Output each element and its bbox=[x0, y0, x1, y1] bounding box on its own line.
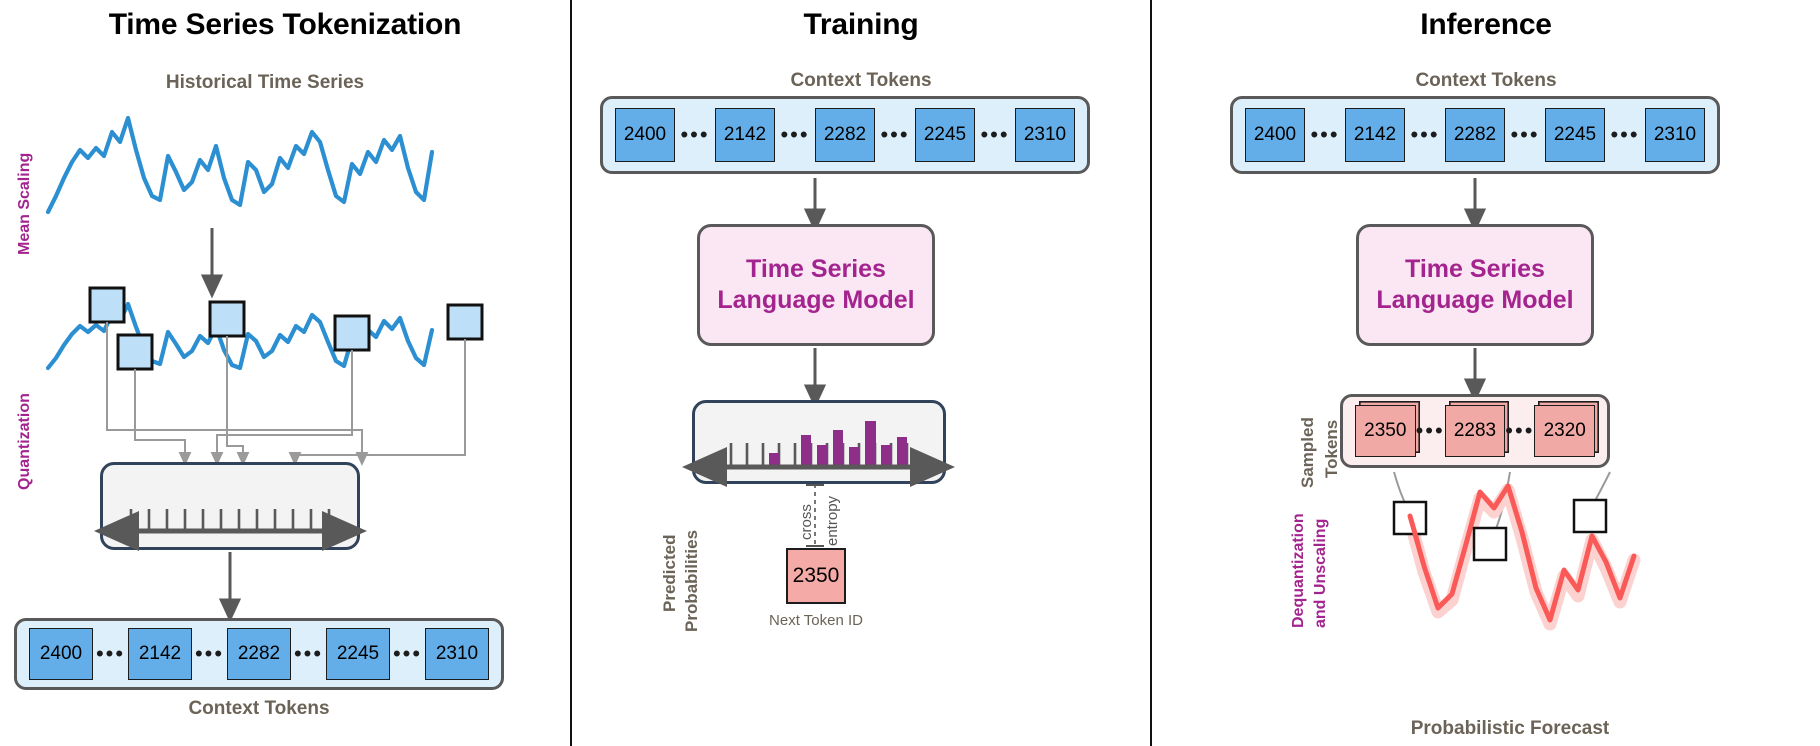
token-chip[interactable]: 2142 bbox=[128, 628, 192, 680]
next-token-chip[interactable]: 2350 bbox=[786, 548, 846, 604]
token-ellipsis: ••• bbox=[95, 641, 126, 666]
forecast-line-overlay bbox=[1407, 513, 1421, 547]
token-ellipsis: ••• bbox=[1310, 122, 1340, 147]
panel-inference: Inference Context Tokens 2400 ••• 2142 •… bbox=[1150, 0, 1820, 746]
context-tokens-label-middle: Context Tokens bbox=[790, 70, 932, 91]
token-chip[interactable]: 2282 bbox=[815, 108, 875, 162]
historical-series-label: Historical Time Series bbox=[165, 72, 365, 93]
panel-tokenization: Time Series Tokenization Historical Time… bbox=[0, 0, 570, 746]
token-chip[interactable]: 2400 bbox=[615, 108, 675, 162]
sampled-token-chip[interactable]: 2320 bbox=[1534, 405, 1595, 457]
probabilistic-forecast-caption: Probabilistic Forecast bbox=[1410, 718, 1610, 739]
cross-entropy-label-line1: cross bbox=[798, 504, 815, 540]
context-tokens-container-middle: 2400 ••• 2142 ••• 2282 ••• 2245 ••• 2310 bbox=[600, 96, 1090, 174]
token-chip[interactable]: 2142 bbox=[715, 108, 775, 162]
token-ellipsis: ••• bbox=[780, 122, 810, 147]
token-ellipsis: ••• bbox=[980, 122, 1010, 147]
sampled-tokens-label-line2: Tokens bbox=[1322, 419, 1341, 478]
token-ellipsis: ••• bbox=[1505, 418, 1535, 443]
dequantization-label-line1: Dequantization bbox=[1290, 513, 1307, 628]
token-chip[interactable]: 2310 bbox=[1645, 108, 1705, 162]
token-chip[interactable]: 2400 bbox=[1245, 108, 1305, 162]
left-panel-graphics-2 bbox=[218, 552, 242, 623]
token-ellipsis: ••• bbox=[1610, 122, 1640, 147]
quantization-bins bbox=[94, 509, 367, 551]
predicted-probabilities-label-line2: Probabilities bbox=[682, 529, 701, 632]
next-token-caption: Next Token ID bbox=[769, 612, 863, 629]
token-ellipsis: ••• bbox=[1510, 122, 1540, 147]
quantization-sample-markers bbox=[88, 286, 484, 371]
model-title-line2: Language Model bbox=[1376, 286, 1574, 314]
quantization-routing-wires bbox=[106, 322, 466, 466]
dequantization-label-line2: and Unscaling bbox=[1312, 518, 1329, 628]
panel-training: Training Context Tokens 2400 ••• 2142 ••… bbox=[570, 0, 1150, 746]
model-title-line1: Time Series bbox=[746, 254, 886, 283]
token-ellipsis: ••• bbox=[293, 641, 324, 666]
token-chip[interactable]: 2245 bbox=[1545, 108, 1605, 162]
token-ellipsis: ••• bbox=[194, 641, 225, 666]
probability-bars bbox=[769, 421, 923, 467]
language-model-box-middle[interactable]: Time Series Language Model bbox=[697, 224, 935, 346]
cross-entropy-label-line2: entropy bbox=[824, 495, 841, 546]
token-ellipsis: ••• bbox=[392, 641, 423, 666]
token-chip[interactable]: 2245 bbox=[326, 628, 390, 680]
predicted-probabilities-label-line1: Predicted bbox=[660, 534, 679, 612]
token-chip[interactable]: 2245 bbox=[915, 108, 975, 162]
middle-panel-graphics bbox=[803, 178, 827, 547]
token-chip[interactable]: 2400 bbox=[29, 628, 93, 680]
sampled-token-chip[interactable]: 2283 bbox=[1444, 405, 1506, 457]
token-ellipsis: ••• bbox=[1410, 122, 1440, 147]
token-ellipsis: ••• bbox=[680, 122, 710, 147]
token-chip[interactable]: 2310 bbox=[1015, 108, 1075, 162]
token-ellipsis: ••• bbox=[880, 122, 910, 147]
token-chip[interactable]: 2282 bbox=[227, 628, 291, 680]
page-title-left: Time Series Tokenization bbox=[108, 8, 462, 41]
probability-histogram bbox=[682, 421, 955, 487]
right-panel-graphics bbox=[1392, 178, 1641, 631]
token-chip[interactable]: 2282 bbox=[1445, 108, 1505, 162]
predicted-probabilities-panel bbox=[682, 400, 955, 487]
model-title-line1: Time Series bbox=[1405, 254, 1545, 283]
sampled-token-chip[interactable]: 2350 bbox=[1355, 405, 1416, 457]
context-tokens-container-left: 2400 ••• 2142 ••• 2282 ••• 2245 ••• 2310 bbox=[14, 618, 504, 690]
token-ellipsis: ••• bbox=[1415, 418, 1445, 443]
context-tokens-label-right: Context Tokens bbox=[1415, 70, 1557, 91]
context-tokens-container-right: 2400 ••• 2142 ••• 2282 ••• 2245 ••• 2310 bbox=[1230, 96, 1720, 174]
language-model-box-right[interactable]: Time Series Language Model bbox=[1356, 224, 1594, 346]
context-tokens-caption-left: Context Tokens bbox=[188, 698, 330, 719]
model-title-line2: Language Model bbox=[717, 286, 915, 314]
token-chip[interactable]: 2142 bbox=[1345, 108, 1405, 162]
quantization-bins-panel bbox=[94, 462, 367, 551]
left-panel-graphics bbox=[45, 115, 484, 466]
historical-series-line bbox=[45, 115, 435, 215]
page-title-right: Inference bbox=[1420, 8, 1552, 41]
sampled-tokens-label-line1: Sampled bbox=[1298, 417, 1317, 488]
page-title-middle: Training bbox=[803, 8, 919, 41]
token-chip[interactable]: 2310 bbox=[425, 628, 489, 680]
forecast-line bbox=[1407, 483, 1637, 623]
sampled-tokens-container: 2350 ••• 2283 ••• 2320 bbox=[1340, 394, 1610, 468]
